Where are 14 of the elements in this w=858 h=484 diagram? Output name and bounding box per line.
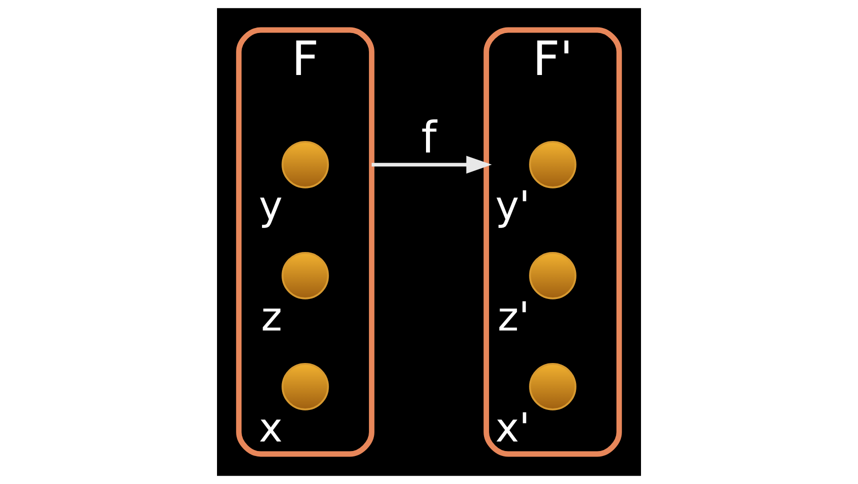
node-label: z: [261, 294, 282, 340]
edge-label: f: [421, 112, 437, 164]
node-circle: [282, 252, 329, 300]
node-circle: [529, 252, 576, 300]
node-label: x': [495, 405, 530, 452]
arrow: [372, 156, 492, 174]
node-circle: [282, 141, 329, 188]
node-label: z': [498, 294, 530, 340]
node-circle: [529, 141, 576, 188]
node-label: y': [495, 183, 530, 230]
node-circle: [282, 363, 329, 410]
node-circle: [529, 363, 576, 410]
node-label: y: [258, 183, 283, 230]
node-label: x: [258, 405, 283, 452]
